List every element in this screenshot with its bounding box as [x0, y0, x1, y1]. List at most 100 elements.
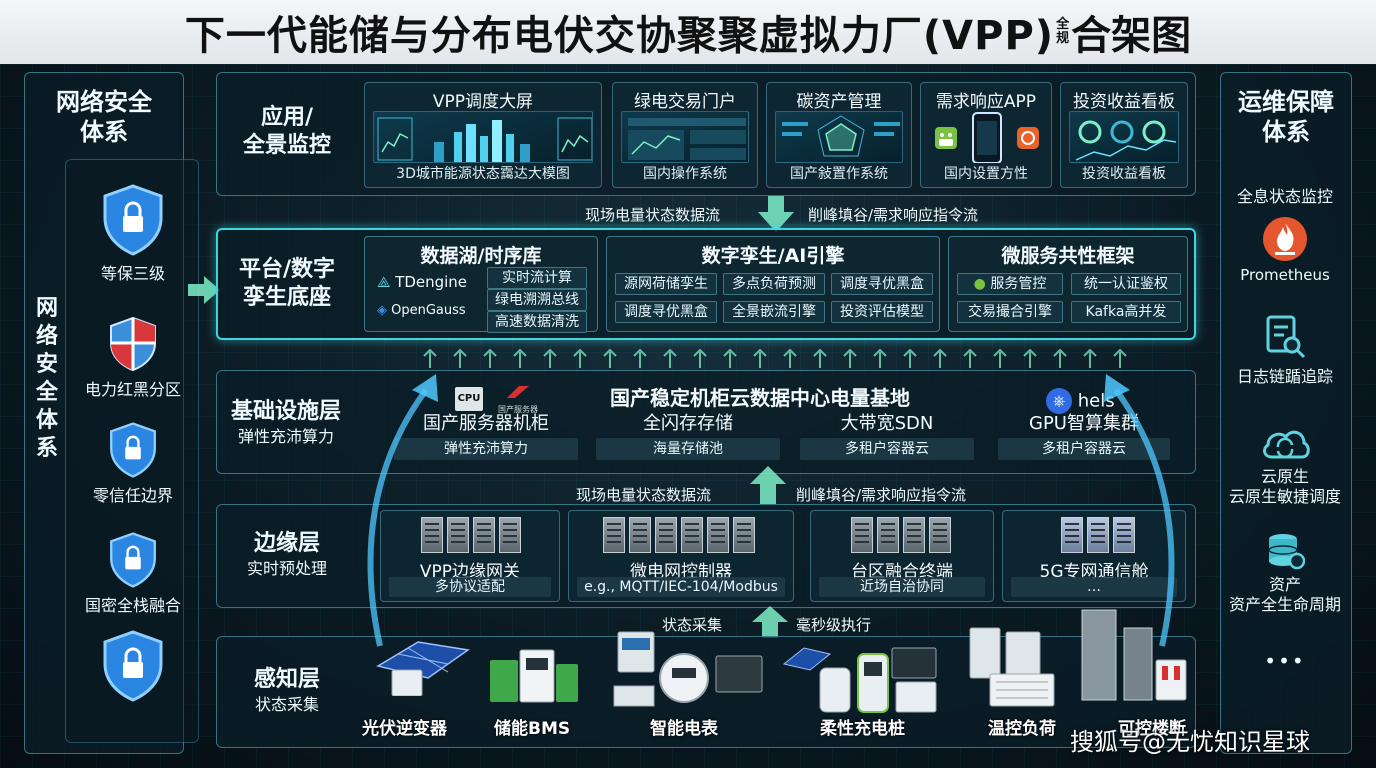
- mobile-app-icons: [935, 112, 1039, 163]
- server-rack-icon: [851, 517, 873, 553]
- telecom-cabinet-icon: [1087, 517, 1109, 553]
- chip-twin-source[interactable]: 源网荷储孪生: [615, 273, 717, 295]
- security-item-big-shield: [66, 630, 200, 702]
- investment-chart-icon: [1075, 120, 1177, 161]
- controllable-building-icon: [1081, 609, 1187, 701]
- chip-realtime-compute[interactable]: 实时流计算: [487, 267, 587, 289]
- database-gear-icon: [1268, 534, 1305, 570]
- server-rack-icon: [929, 517, 951, 553]
- shield-lock-icon: [103, 630, 163, 702]
- server-rack-icon: [903, 517, 925, 553]
- down-arrow-icon: [758, 196, 794, 232]
- chip-load-forecast[interactable]: 多点负荷预测: [723, 273, 825, 295]
- infra-flash-storage: 全闪存存储 海量存储池: [596, 412, 780, 460]
- carbon-screen: [775, 111, 903, 163]
- app-card-carbon[interactable]: 碳资产管理 国产敍置作系统: [766, 82, 912, 188]
- city-model-icon: [377, 117, 592, 162]
- fire-icon: [1263, 217, 1307, 261]
- edge-microgrid-controller[interactable]: 微电网控制器 e.g., MQTT/IEC-104/Modbus: [568, 510, 794, 602]
- brand-mark-icon: [507, 386, 529, 398]
- edge-5g-cabin[interactable]: 5G专网通信舱 …: [1002, 510, 1186, 602]
- chip-panorama-engine[interactable]: 全景嵌流引擎: [723, 301, 825, 323]
- ev-charger-icon: [782, 647, 937, 713]
- flow-bottom-left: 状态采集: [662, 616, 723, 634]
- edge-layer-label: 边缘层 实时预处理: [246, 531, 327, 578]
- server-rack-icon: [603, 517, 625, 553]
- solar-panel-icon: [376, 641, 470, 696]
- flow-top-left: 现场电量状态数据流: [585, 206, 721, 224]
- app-card-demand-app[interactable]: 需求响应APP 国内设置方性: [920, 82, 1052, 188]
- sense-layer-label: 感知层 状态采集: [253, 667, 320, 714]
- kubernetes-icon: ⎈: [1046, 388, 1072, 414]
- device-label-hvac: 温控负荷: [988, 719, 1056, 739]
- ops-title: 运维保障 体系: [1238, 88, 1334, 146]
- smart-meter-icon: [613, 631, 763, 707]
- flow-mid-left: 现场电量状态数据流: [576, 486, 712, 504]
- upward-arrow-row: [423, 348, 1127, 368]
- ops-item-monitor: 全息状态监控 Prometheus: [1236, 187, 1333, 284]
- device-label-ev-charger: 柔性充电桩: [820, 719, 905, 739]
- telecom-cabinet-icon: [1113, 517, 1135, 553]
- ops-item-log-trace: 日志链踲追踪: [1221, 313, 1349, 387]
- platform-digital-twin: 数字孪生/AI引擎 源网荷储孪生 多点负荷预测 调度寻优黑盒 调度寻优黑盒 全景…: [606, 236, 940, 332]
- server-rack-icon: [447, 517, 469, 553]
- shield-lock-icon: [110, 422, 156, 478]
- device-label-bms: 储能BMS: [494, 719, 571, 739]
- trade-portal-screen: [621, 111, 749, 163]
- cpu-icon: CPU: [455, 387, 483, 411]
- k8s-logo: ⎈ hels: [1046, 388, 1115, 414]
- edge-fusion-terminal[interactable]: 台区融合终端 近场自治协同: [810, 510, 994, 602]
- title-tail: 合架图: [1071, 13, 1192, 59]
- security-item-zero-trust: 零信任边界: [66, 422, 200, 506]
- opengauss-icon: ◈: [377, 303, 392, 318]
- server-rack-icon: [877, 517, 899, 553]
- server-rack-icon: [499, 517, 521, 553]
- chip-kafka[interactable]: Kafka高并发: [1071, 301, 1181, 323]
- chip-data-clean[interactable]: 高速数据清洗: [487, 311, 587, 333]
- platform-layer-label: 平台/数字 孪生底座: [238, 257, 336, 310]
- chip-service-control[interactable]: ● 服务管控: [957, 273, 1063, 295]
- app-card-green-trade[interactable]: 绿电交易门户 国内操作系统: [612, 82, 758, 188]
- security-items: 等保三级 电力红黑分区 零信任边界: [65, 159, 199, 743]
- chip-auth[interactable]: 统一认证鉴权: [1071, 273, 1181, 295]
- chip-matching-engine[interactable]: 交易撮合引擎: [957, 301, 1063, 323]
- battery-bms-icon: [490, 649, 578, 703]
- shield-split-icon: [110, 316, 156, 372]
- shield-lock-icon: [103, 184, 163, 256]
- edge-vpp-gateway[interactable]: VPP边缘网关 多协议适配: [380, 510, 560, 602]
- chip-invest-model[interactable]: 投资评估模型: [831, 301, 933, 323]
- more-icon: •••: [1264, 649, 1306, 673]
- up-arrow-icon: [752, 606, 788, 638]
- tdengine-icon: ⟁: [377, 273, 396, 291]
- app-card-investment[interactable]: 投资收益看板 投资收益看板: [1060, 82, 1188, 188]
- up-arrow-icon: [750, 466, 786, 504]
- spring-leaf-icon: ●: [973, 276, 991, 292]
- security-title: 网络安全 体系: [56, 88, 152, 146]
- chip-dispatch-blackbox-2[interactable]: 调度寻优黑盒: [615, 301, 717, 323]
- shield-lock-icon: [110, 532, 156, 588]
- page-title: 下一代能储与分布电伏交协聚聚虚拟力厂(VPP): [184, 13, 1055, 59]
- chip-green-trace[interactable]: 绿电溯溯总线: [487, 289, 587, 311]
- security-vertical-title: 网络安全体系: [35, 296, 58, 461]
- security-panel: 网络安全 体系 网络安全体系 等保三级 电力红黑分区: [24, 72, 199, 754]
- server-brand-logo: 国产服务器: [496, 384, 540, 415]
- flow-top-right: 削峰填谷/需求响应指令流: [808, 206, 979, 224]
- city-3d-screen: [373, 111, 593, 163]
- watermark: 搜狐号@无忧知识星球: [1070, 728, 1310, 756]
- flow-mid-right: 削峰填谷/需求响应指令流: [796, 486, 967, 504]
- investment-screen: [1069, 111, 1179, 163]
- server-rack-icon: [629, 517, 651, 553]
- infra-banner: 国产稳定机柜云数据中心电量基地: [610, 386, 910, 410]
- server-rack-icon: [707, 517, 729, 553]
- chip-dispatch-blackbox[interactable]: 调度寻优黑盒: [831, 273, 933, 295]
- app-card-vpp-screen[interactable]: VPP调度大屏 3D城市能源状态靄达大模图: [364, 82, 602, 188]
- flow-bottom-right: 毫秒级执行: [796, 616, 872, 634]
- infra-layer-label: 基础设施层 弹性充沛算力: [230, 399, 341, 446]
- app-layer-label: 应用/ 全景监控: [242, 105, 331, 158]
- device-label-building: 可控楼断: [1118, 719, 1186, 739]
- security-to-platform-arrow: [188, 276, 220, 304]
- ops-item-cloud-native: 云原生 云原生敏捷调度: [1221, 423, 1349, 507]
- platform-microservice: 微服务共性框架 ● 服务管控 统一认证鉴权 交易撮合引擎 Kafka高并发: [948, 236, 1188, 332]
- telecom-cabinet-icon: [1061, 517, 1083, 553]
- security-item-level3: 等保三级: [66, 184, 200, 284]
